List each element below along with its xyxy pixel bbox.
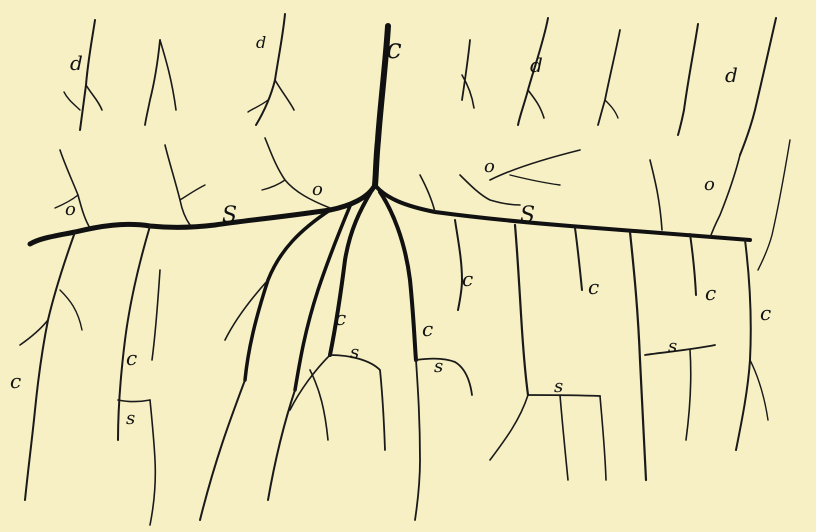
- label-c-6: c: [588, 275, 599, 299]
- lower-roots: [20, 220, 768, 525]
- label-s-5: s: [668, 336, 677, 357]
- label-s-4: s: [554, 376, 563, 397]
- label-d-2: d: [530, 53, 543, 77]
- label-c-1: c: [10, 369, 21, 393]
- label-c-2: c: [126, 346, 137, 370]
- label-c-7: c: [705, 281, 716, 305]
- label-o-4: o: [704, 174, 715, 195]
- label-o-3: o: [484, 156, 495, 177]
- label-s-3: s: [126, 408, 135, 429]
- top-sprouts: [64, 14, 776, 155]
- label-S-right: S: [520, 203, 535, 228]
- label-d-4: d: [256, 33, 266, 52]
- label-c-top: c: [386, 32, 402, 65]
- label-c-3: c: [335, 306, 346, 330]
- label-s-2: s: [434, 356, 443, 377]
- label-o-2: o: [312, 179, 323, 200]
- label-s-1: s: [350, 342, 359, 363]
- label-d-1: d: [70, 51, 83, 75]
- label-c-5: c: [462, 267, 473, 291]
- label-d-3: d: [725, 63, 738, 87]
- label-c-4: c: [422, 317, 433, 341]
- main-stem: [30, 26, 750, 390]
- label-S-left: S: [222, 203, 237, 228]
- upper-branches: [55, 138, 790, 270]
- labels: c d d d d o o o o S S c c c c c c c c s …: [10, 32, 771, 429]
- label-c-8: c: [760, 301, 771, 325]
- label-o-1: o: [65, 199, 76, 220]
